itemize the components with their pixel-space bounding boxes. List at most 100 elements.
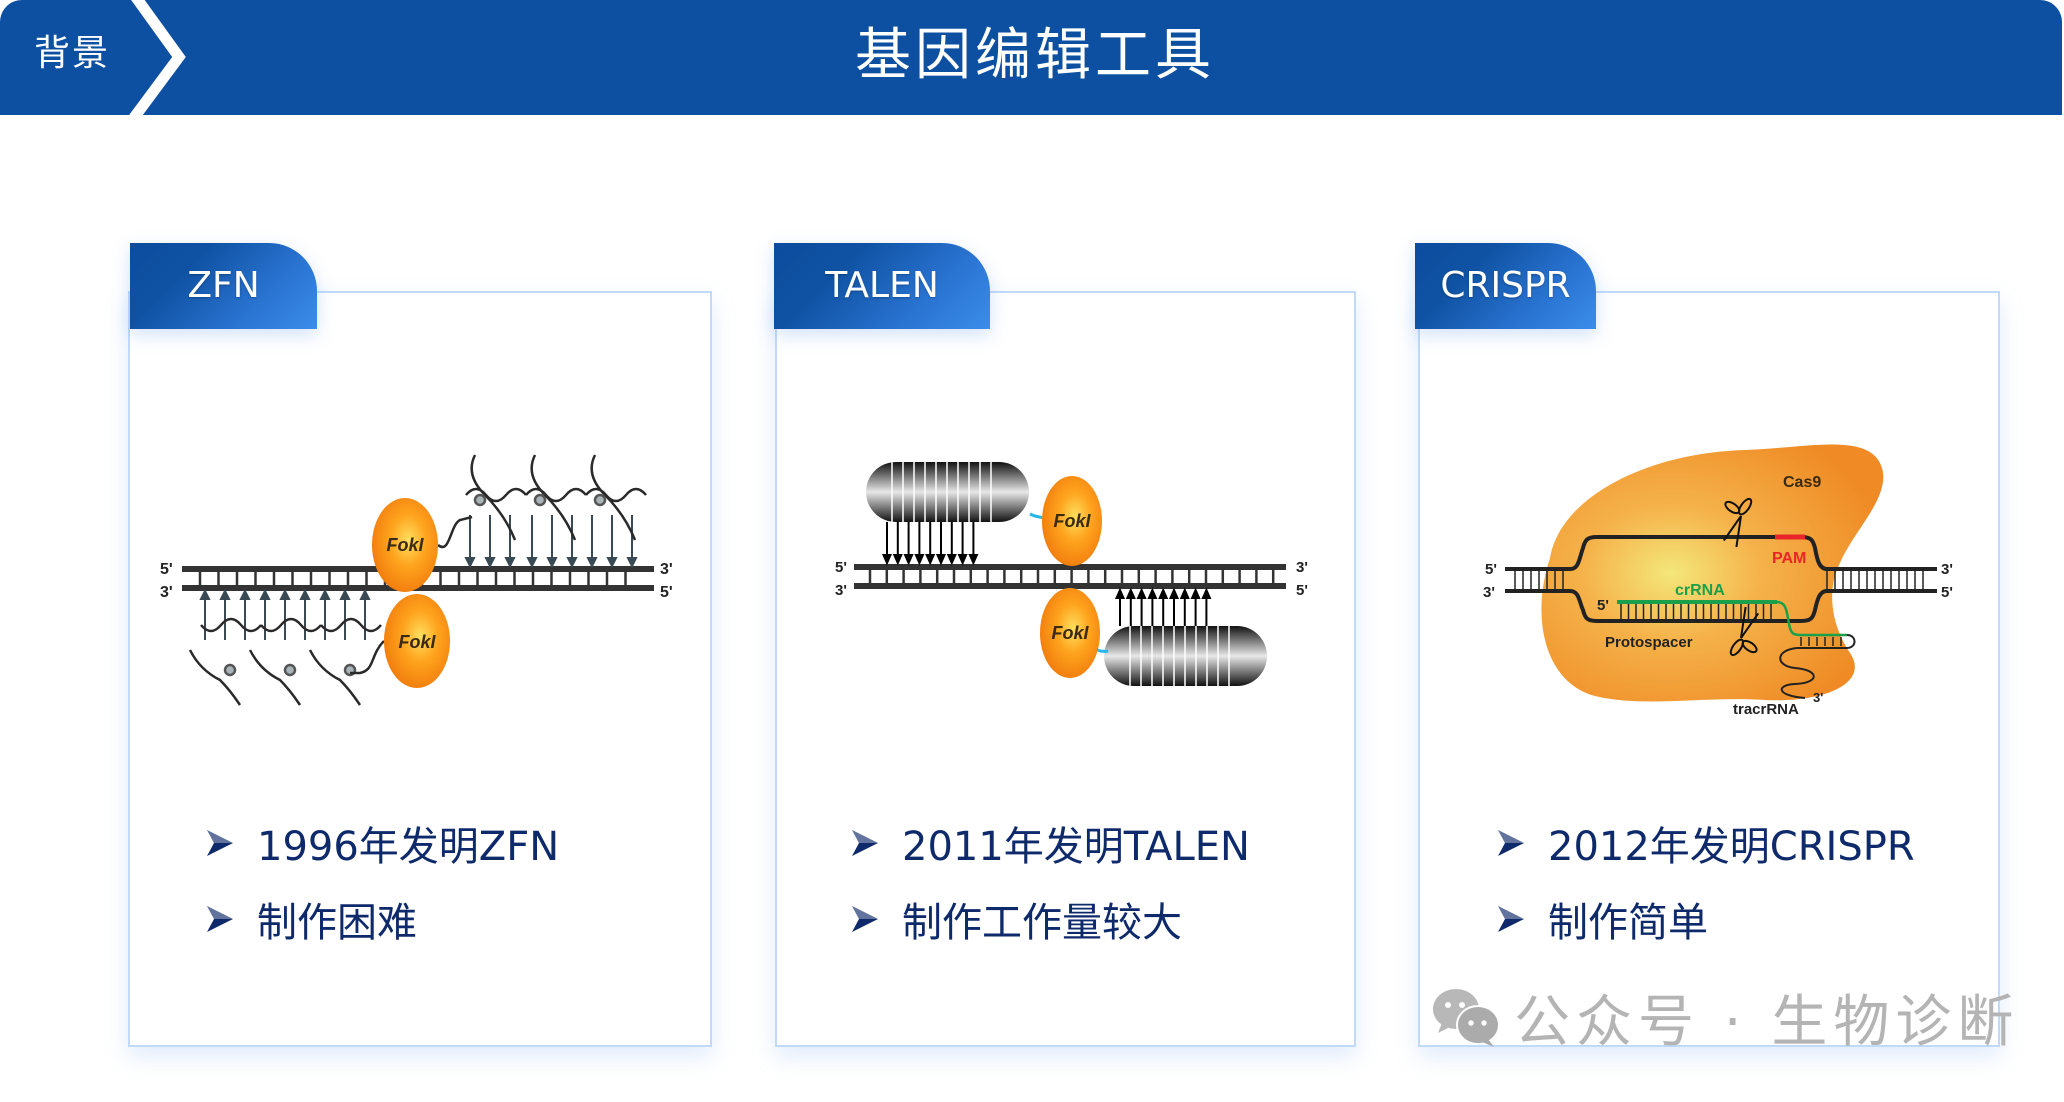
bullet-list-zfn: 1996年发明ZFN 制作困难 bbox=[205, 805, 559, 957]
bullet-list-crispr: 2012年发明CRISPR 制作简单 bbox=[1496, 805, 1915, 957]
binding-arrow-head bbox=[219, 588, 231, 600]
linker bbox=[350, 640, 385, 675]
arrow-bullet-icon bbox=[852, 906, 878, 932]
zinc-finger-motif bbox=[525, 454, 587, 541]
tracrrna-label: tracrRNA bbox=[1733, 701, 1799, 718]
talen-diagram: 5' 3' 3' 5' FokI FokI bbox=[835, 462, 1308, 686]
tracrrna-3prime-label: 3' bbox=[1813, 690, 1823, 705]
binding-arrow-head bbox=[359, 588, 371, 600]
binding-arrow-head bbox=[199, 588, 211, 600]
zinc-finger-motif bbox=[465, 454, 527, 541]
binding-arrow-head bbox=[484, 557, 496, 569]
card-tab-talen: TALEN bbox=[774, 243, 990, 329]
binding-arrow-head bbox=[526, 557, 538, 569]
binding-arrow-head bbox=[1168, 587, 1180, 599]
binding-arrow-head bbox=[239, 588, 251, 600]
binding-arrow-head bbox=[259, 588, 271, 600]
binding-arrow-head bbox=[1179, 587, 1190, 599]
binding-arrow-head bbox=[935, 554, 947, 566]
card-tab-crispr: CRISPR bbox=[1415, 243, 1596, 329]
svg-text:FokI: FokI bbox=[1051, 623, 1089, 643]
binding-arrow-head bbox=[1158, 587, 1169, 599]
strand-label-top-left: 5' bbox=[160, 561, 173, 578]
arrow-bullet-icon bbox=[852, 830, 878, 856]
page-title: 基因编辑工具 bbox=[855, 23, 1215, 88]
binding-arrow-head bbox=[903, 554, 914, 566]
arrow-bullet-icon bbox=[1498, 830, 1524, 856]
binding-arrow-head bbox=[1136, 587, 1147, 599]
zinc-ion bbox=[533, 493, 547, 507]
strand-label-bottom-left: 3' bbox=[160, 584, 173, 601]
strand-label-top-left: 5' bbox=[1485, 561, 1497, 578]
strand-label-top-right: 3' bbox=[1296, 559, 1308, 576]
binding-arrow-head bbox=[1114, 587, 1126, 599]
zinc-finger-motif bbox=[585, 454, 647, 541]
crrna-5prime-label: 5' bbox=[1597, 597, 1609, 614]
binding-arrow-head bbox=[566, 557, 578, 569]
binding-arrow-head bbox=[606, 557, 618, 569]
binding-arrow-head bbox=[892, 554, 903, 566]
foki-nuclease-bottom: FokI bbox=[384, 594, 450, 688]
binding-arrow-head bbox=[464, 557, 476, 569]
zinc-finger-motif bbox=[248, 617, 322, 706]
card-tab-zfn: ZFN bbox=[130, 243, 317, 329]
bullet-list-talen: 2011年发明TALEN 制作工作量较大 bbox=[850, 805, 1250, 957]
svg-text:FokI: FokI bbox=[1053, 511, 1091, 531]
bullet-item: 制作困难 bbox=[205, 881, 559, 957]
strand-label-bottom-right: 5' bbox=[1296, 582, 1308, 599]
binding-arrow-head bbox=[1190, 587, 1201, 599]
pam-label: PAM bbox=[1772, 550, 1806, 567]
zinc-ion bbox=[473, 493, 487, 507]
foki-nuclease-top: FokI bbox=[1042, 476, 1102, 566]
binding-arrow-head bbox=[299, 588, 311, 600]
foki-nuclease-top: FokI bbox=[372, 498, 438, 592]
scissors-icon bbox=[1722, 497, 1753, 548]
strand-label-bottom-right: 5' bbox=[1941, 584, 1953, 601]
binding-arrow-head bbox=[957, 554, 968, 566]
zinc-ion bbox=[223, 663, 237, 677]
strand-label-bottom-right: 5' bbox=[660, 584, 673, 601]
watermark: 公众号 · 生物诊断 bbox=[1430, 985, 2019, 1055]
chevron-separator-icon bbox=[129, 0, 186, 115]
linker bbox=[437, 515, 473, 549]
binding-arrow-head bbox=[1125, 587, 1136, 599]
zinc-finger-motif bbox=[188, 617, 262, 706]
binding-arrow-head bbox=[1147, 587, 1158, 599]
zinc-finger-motif bbox=[308, 617, 382, 706]
binding-arrow-head bbox=[339, 588, 351, 600]
dna-double-strand bbox=[854, 564, 1286, 589]
svg-text:FokI: FokI bbox=[386, 535, 424, 555]
binding-arrow-head bbox=[504, 557, 516, 569]
binding-arrow-head bbox=[968, 554, 979, 566]
strand-label-bottom-left: 3' bbox=[835, 582, 847, 599]
binding-arrow-head bbox=[1201, 587, 1212, 599]
binding-arrow-head bbox=[546, 557, 558, 569]
bullet-item: 制作工作量较大 bbox=[850, 881, 1250, 957]
arrow-bullet-icon bbox=[207, 830, 233, 856]
bullet-item: 2011年发明TALEN bbox=[850, 805, 1250, 881]
foki-nuclease-bottom: FokI bbox=[1040, 588, 1100, 678]
binding-arrow-head bbox=[914, 554, 925, 566]
binding-arrow-head bbox=[946, 554, 957, 566]
binding-arrow-head bbox=[279, 588, 291, 600]
strand-label-top-right: 3' bbox=[1941, 561, 1953, 578]
bullet-item: 制作简单 bbox=[1496, 881, 1915, 957]
scissors-icon bbox=[1729, 606, 1760, 657]
header-bar: 背景 基因编辑工具 bbox=[0, 0, 2062, 115]
cas9-label: Cas9 bbox=[1783, 474, 1821, 491]
zinc-ion bbox=[283, 663, 297, 677]
watermark-text: 公众号 · 生物诊断 bbox=[1514, 989, 2020, 1055]
strand-label-top-left: 5' bbox=[835, 559, 847, 576]
tale-domain-bottom bbox=[1104, 626, 1267, 686]
svg-text:FokI: FokI bbox=[398, 632, 436, 652]
section-label: 背景 bbox=[34, 33, 111, 74]
cas9-protein bbox=[1541, 444, 1884, 702]
strand-label-top-right: 3' bbox=[660, 561, 673, 578]
binding-arrow-head bbox=[319, 588, 331, 600]
binding-arrow-head bbox=[925, 554, 936, 566]
arrow-bullet-icon bbox=[207, 906, 233, 932]
wechat-icon bbox=[1433, 989, 1500, 1047]
bullet-item: 2012年发明CRISPR bbox=[1496, 805, 1915, 881]
binding-arrow-head bbox=[881, 554, 893, 566]
crrna-label: crRNA bbox=[1675, 582, 1725, 599]
